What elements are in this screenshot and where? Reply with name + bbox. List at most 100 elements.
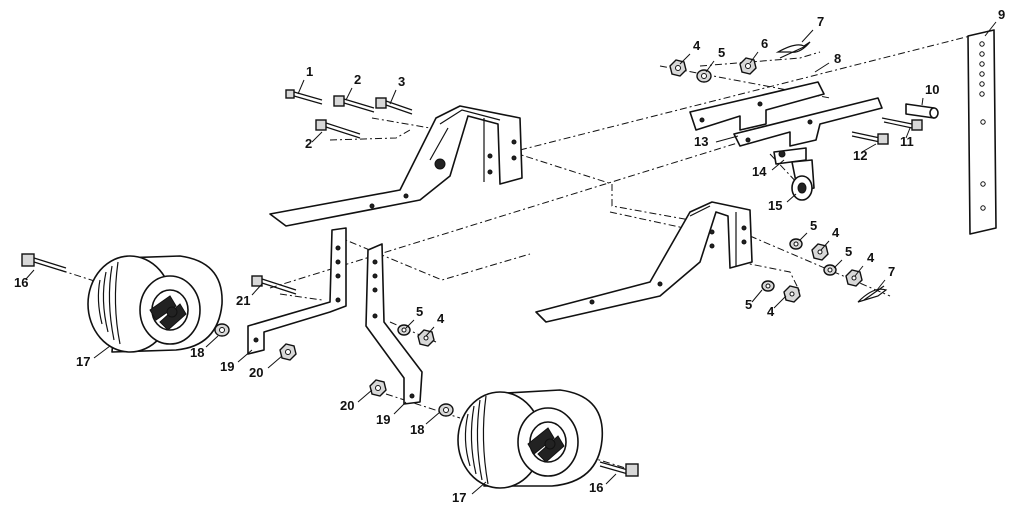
leader-line-c4e [425, 326, 435, 337]
bolt-2-lower [315, 119, 361, 139]
leader-line-c17a [93, 345, 111, 359]
caster-wheel [773, 147, 815, 201]
callout-c3: 3 [398, 74, 405, 89]
left-frame-bracket [269, 105, 523, 227]
leader-line-c16b [605, 473, 617, 485]
callout-c20b: 20 [340, 398, 354, 413]
callout-c4d: 4 [767, 304, 775, 319]
leader-line-c10 [921, 97, 924, 106]
callout-c8: 8 [834, 51, 841, 66]
leader-line-c3 [389, 89, 397, 105]
callout-c17a: 17 [76, 354, 90, 369]
leader-line-c7b [876, 279, 886, 291]
depth-stake [967, 29, 997, 235]
callout-c5d: 5 [745, 297, 752, 312]
callout-c17b: 17 [452, 490, 466, 505]
bolt-3 [375, 97, 413, 115]
top-hardware [669, 41, 811, 83]
depth-bracket-upper [689, 81, 883, 147]
callout-c19b: 19 [376, 412, 390, 427]
leader-line-c20a [267, 355, 283, 369]
callout-c6: 6 [761, 36, 768, 51]
callout-c14: 14 [752, 164, 767, 179]
leader-line-c16a [25, 269, 35, 280]
leader-line-c5d [751, 289, 763, 303]
right-frame-bracket [535, 201, 753, 323]
bolt-16-right [599, 461, 639, 477]
leader-line-c5e [405, 319, 415, 329]
leader-line-c7a [801, 29, 814, 43]
wheel-bracket-right [365, 243, 423, 405]
wheel-bracket-left [247, 227, 347, 355]
nut-20-right [369, 379, 387, 397]
leader-line-c15 [786, 193, 797, 203]
bolt-11 [881, 117, 923, 131]
leader-line-c18a [205, 335, 219, 348]
callout-c15: 15 [768, 198, 782, 213]
callout-c5a: 5 [718, 45, 725, 60]
leader-line-c4c [854, 265, 864, 277]
leader-line-c21 [251, 283, 263, 296]
leader-line-c5b [799, 232, 808, 241]
callout-c5e: 5 [416, 304, 423, 319]
right-wheel [457, 389, 604, 489]
bolt-16-left [21, 253, 67, 273]
callout-c11: 11 [900, 134, 914, 149]
bolt-1 [285, 89, 323, 105]
leader-line-c18b [425, 411, 441, 425]
leader-line-c4b [820, 240, 830, 251]
leader-line-c19a [237, 349, 253, 363]
callout-c7b: 7 [888, 264, 895, 279]
callout-c16a: 16 [14, 275, 28, 290]
callout-c2a: 2 [354, 72, 361, 87]
leader-line-c13 [715, 135, 739, 143]
assembly-guide-lines [59, 33, 979, 471]
leader-line-c6 [749, 51, 759, 64]
leader-line-c5a [705, 60, 715, 73]
stake-pin [905, 103, 939, 119]
callout-c18a: 18 [190, 345, 204, 360]
leader-line-c8 [814, 62, 830, 73]
callout-c5b: 5 [810, 218, 817, 233]
leader-line-c4a [679, 53, 691, 65]
leader-line-c20b [357, 389, 373, 403]
callout-c21: 21 [236, 293, 250, 308]
callout-c4e: 4 [437, 311, 445, 326]
leader-line-c9 [984, 21, 997, 37]
callout-c20a: 20 [249, 365, 263, 380]
callout-c9: 9 [998, 7, 1005, 22]
leader-line-c17b [471, 481, 487, 495]
callout-c16b: 16 [589, 480, 603, 495]
leader-line-c2b [311, 131, 323, 143]
callout-c19a: 19 [220, 359, 234, 374]
bolt-12 [851, 131, 889, 145]
bolt-21 [251, 275, 297, 295]
leader-line-c11 [905, 127, 911, 139]
callout-c4c: 4 [867, 250, 875, 265]
nut-20-left [279, 343, 297, 361]
left-wheel [87, 255, 223, 353]
callout-c5c: 5 [845, 244, 852, 259]
leader-line-c14 [771, 159, 785, 171]
bolt-2-upper [333, 95, 375, 113]
callout-c4b: 4 [832, 225, 840, 240]
middle-hardware [397, 324, 435, 347]
callout-c10: 10 [925, 82, 939, 97]
leader-line-c5c [833, 259, 843, 269]
leader-line-c2a [345, 87, 353, 101]
leader-line-c4d [773, 295, 787, 309]
washer-18-left [214, 323, 230, 337]
callout-c1: 1 [306, 64, 313, 79]
callout-c12: 12 [853, 148, 867, 163]
callout-c18b: 18 [410, 422, 424, 437]
callout-c4a: 4 [693, 38, 701, 53]
washer-18-right [438, 403, 454, 417]
callout-c13: 13 [694, 134, 708, 149]
leader-line-c12 [861, 143, 877, 153]
leader-line-c19b [393, 401, 407, 415]
leader-line-c1 [297, 79, 305, 95]
right-hardware [761, 238, 888, 303]
callout-c7a: 7 [817, 14, 824, 29]
